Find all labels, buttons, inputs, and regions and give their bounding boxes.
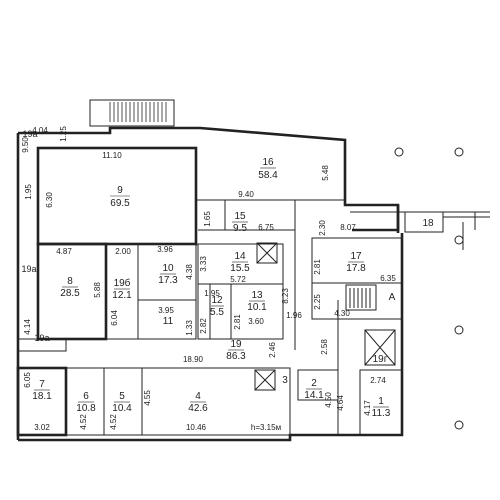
interior-walls [16,146,403,437]
room-3-number: 3 [282,375,288,386]
room-16-number: 16 [262,157,274,168]
dim-10-46: 10.46 [186,423,207,432]
top-stair [89,99,175,127]
room-labels: 16 58.4 9 69.5 15 9.5 14 15.5 17 17.8 18… [21,129,434,419]
dim-5-72: 5.72 [230,275,246,284]
dim-5-88: 5.88 [93,282,102,298]
dim-4-87: 4.87 [56,247,72,256]
room-8-number: 8 [67,276,73,287]
dim-2-81b: 2.81 [233,314,242,330]
right-outside [350,147,490,430]
room-9-number: 9 [117,185,123,196]
room-1-number: 1 [378,396,384,407]
dim-2-74: 2.74 [370,376,386,385]
room-6-area: 10.8 [76,403,96,414]
room-13-area: 10.1 [247,302,267,313]
dim-3-96: 3.96 [157,245,173,254]
dim-11-10: 11.10 [102,151,122,160]
room-17-area: 17.8 [346,263,366,274]
dim-4-52b: 4.52 [109,414,118,430]
dim-3-02: 3.02 [34,423,50,432]
dim-6-75: 6.75 [258,223,274,232]
room-18-number: 18 [422,218,434,229]
room-10-area: 17.3 [158,275,178,286]
dim-8-07: 8.07 [340,223,356,232]
dim-5-48: 5.48 [321,165,330,181]
dim-4-55: 4.55 [143,390,152,406]
room-19a-left: 19a [21,264,36,274]
room-4-number: 4 [195,391,201,402]
dim-6-35: 6.35 [380,274,396,283]
dim-4-04: 4.04 [32,126,48,135]
dim-2-00: 2.00 [115,247,131,256]
room-5-number: 5 [119,391,125,402]
room-5-area: 10.4 [112,403,132,414]
dim-4-50: 4.50 [324,392,333,408]
dim-2-81a: 2.81 [313,259,322,275]
room-17-number: 17 [350,251,362,262]
room-6-number: 6 [83,391,89,402]
dim-2-25: 2.25 [313,294,322,310]
ceiling-height: h=3.15м [251,423,281,432]
room-19-area: 86.3 [226,351,246,362]
dim-1-33: 1.33 [185,320,194,336]
dim-4-17: 4.17 [363,400,372,416]
room-11-number: 11 [163,316,174,327]
room-15-number: 15 [234,211,246,222]
room-19a-top: 19a [22,129,37,139]
dim-4-14: 4.14 [23,319,32,335]
room-7-number: 7 [39,379,45,390]
dim-4-64: 4.64 [336,395,345,411]
dim-8-23: 8.23 [281,288,290,304]
room-16-area: 58.4 [258,170,278,181]
room-10-number: 10 [162,263,174,274]
room-19b2-area: 12.1 [112,290,132,301]
dim-1-95a: 1.95 [24,184,33,200]
dim-1-96: 1.96 [286,311,302,320]
dim-2-58: 2.58 [320,339,329,355]
room-14-number: 14 [234,251,246,262]
room-7-area: 18.1 [32,391,52,402]
dim-3-60: 3.60 [248,317,264,326]
room-9-area: 69.5 [110,198,130,209]
dim-6-04: 6.04 [110,310,119,326]
dim-3-95: 3.95 [158,306,174,315]
room-14-area: 15.5 [230,263,250,274]
dim-6-05: 6.05 [23,372,32,388]
room-2-number: 2 [311,378,317,389]
room-4-area: 42.6 [188,403,208,414]
dim-2-82: 2.82 [199,318,208,334]
room-15-area: 9.5 [233,223,247,234]
dim-6-30: 6.30 [45,192,54,208]
room-1-area: 11.3 [372,408,391,419]
dim-4-30: 4.30 [334,309,350,318]
room-19-number: 19 [230,339,242,350]
room-12-area: 5.5 [210,307,224,318]
room-A-label: A [389,292,396,303]
room-2-area: 14.1 [304,390,324,401]
dim-9-50: 9.50 [21,137,30,153]
room-19b2-number: 19б [114,277,131,289]
room-12-number: 12 [211,295,223,306]
dim-9-40: 9.40 [238,190,254,199]
room-8-area: 28.5 [60,288,80,299]
dim-1-95b: 1.95 [204,289,220,298]
dim-3-33: 3.33 [199,256,208,272]
dim-4-52a: 4.52 [79,414,88,430]
dim-1-25: 1.25 [59,126,68,142]
dim-1-65: 1.65 [203,211,212,227]
dim-18-90: 18.90 [183,355,204,364]
room-13-number: 13 [251,290,263,301]
dim-2-46: 2.46 [268,342,277,358]
room-22-number: 19г [373,354,388,365]
dim-2-30: 2.30 [318,220,327,236]
room-19g-number: 19a [34,333,49,343]
dimension-labels: 4.04 1.25 9.50 11.10 1.95 6.30 5.48 9.40… [21,126,396,432]
dim-4-38: 4.38 [185,264,194,280]
